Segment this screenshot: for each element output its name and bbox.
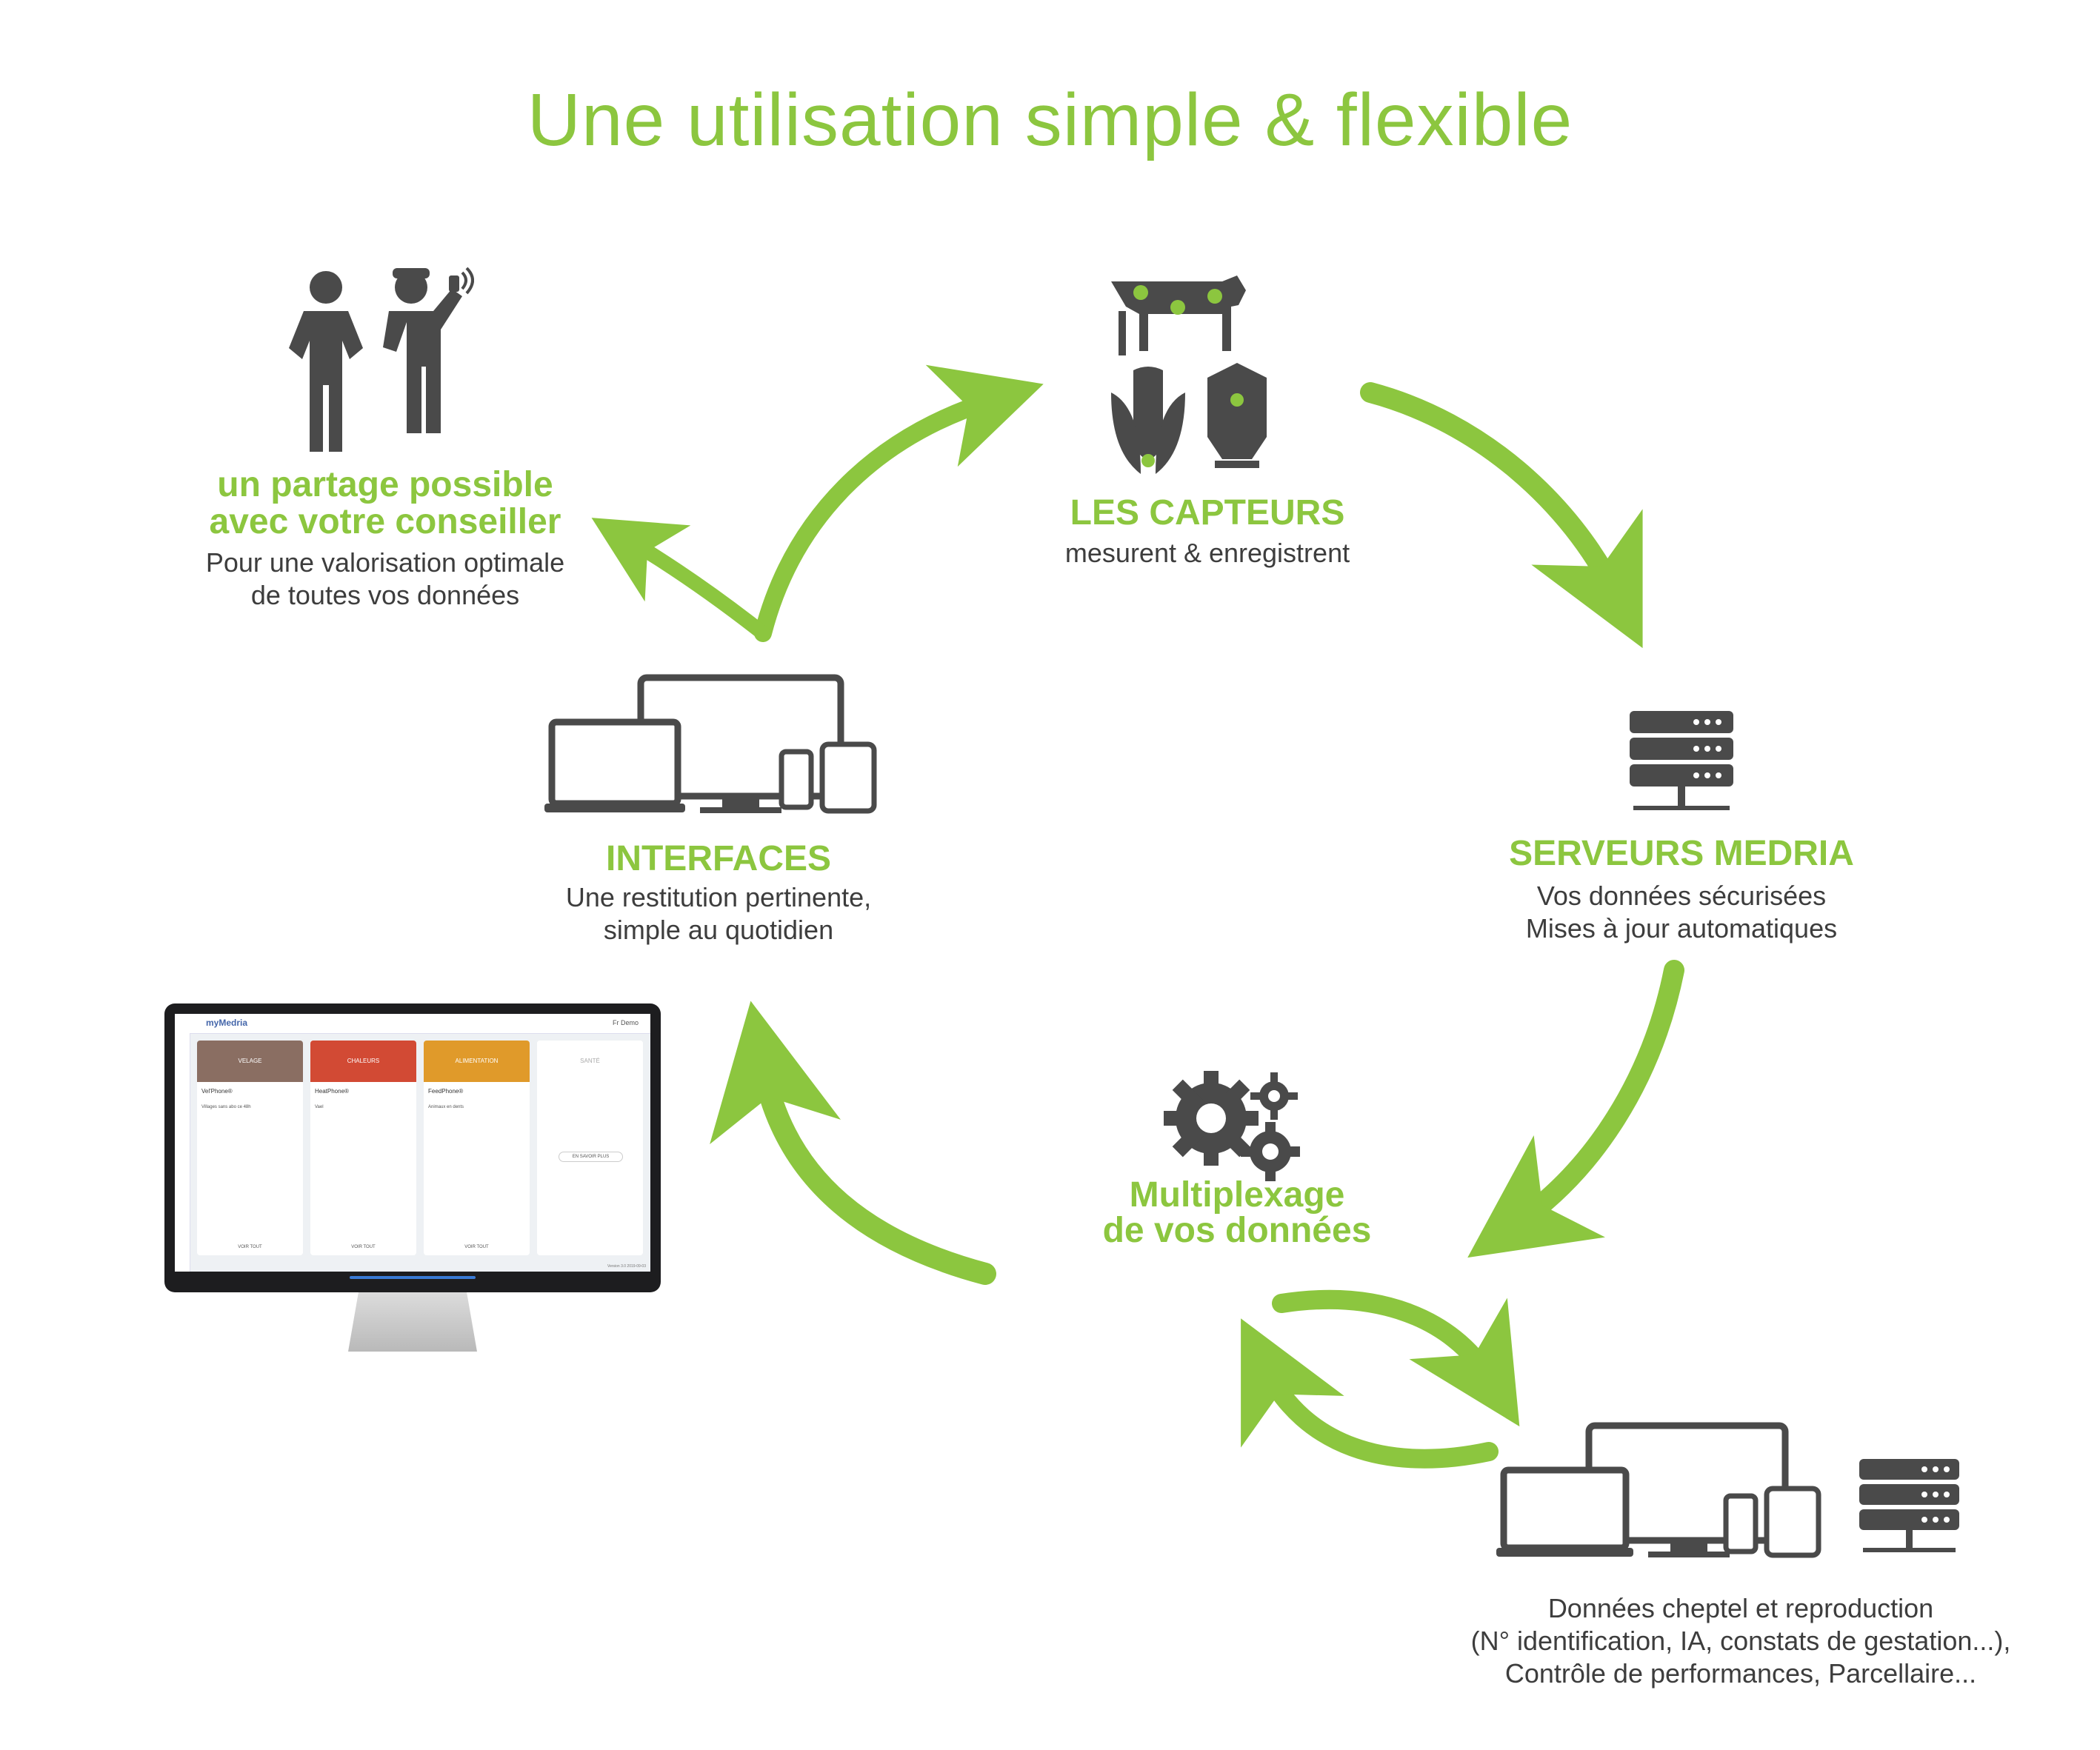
donnees-line-1: Données cheptel et reproduction (1547, 1593, 1934, 1623)
card-product: HeatPhone® (315, 1088, 349, 1095)
page-title: Une utilisation simple & flexible (527, 79, 1573, 161)
arrow-capteurs-serveurs (1360, 382, 1643, 649)
monitor-stand (348, 1292, 477, 1352)
donnees-line-3: Contrôle de performances, Parcellaire... (1504, 1658, 1977, 1689)
partage-line-1: Pour une valorisation optimale (205, 547, 565, 578)
card-row[interactable]: Vael (315, 1105, 324, 1109)
card-button[interactable]: VOIR TOUT (238, 1245, 262, 1249)
donnees-line-2: (N° identification, IA, constats de gest… (1470, 1626, 2011, 1656)
interfaces-line-2: simple au quotidien (603, 915, 834, 945)
card-chaleurs[interactable]: CHALEURS HeatPhone® Vael VOIR TOUT (310, 1041, 416, 1255)
app-screen: myMedria Fr Demo VELAGE Vel'Phone® Villa… (175, 1014, 650, 1272)
app-brand: myMedria (206, 1018, 248, 1028)
donnees-text: Données cheptel et reproduction (N° iden… (1422, 1592, 2059, 1690)
monitor-led (350, 1276, 476, 1279)
serveurs-line-1: Vos données sécurisées (1536, 881, 1827, 911)
arrow-multiplexage-interfaces (710, 1001, 996, 1285)
card-header: VELAGE (197, 1041, 303, 1082)
app-cards: VELAGE Vel'Phone® Villages sans abo ce 4… (197, 1041, 643, 1255)
arrow-serveurs-multiplexage (1467, 960, 1684, 1258)
serveurs-line-2: Mises à jour automatiques (1525, 913, 1838, 944)
partage-heading: un partage possible avec votre conseille… (148, 467, 622, 541)
partage-line-2: de toutes vos données (250, 580, 520, 610)
card-velage[interactable]: VELAGE Vel'Phone® Villages sans abo ce 4… (197, 1041, 303, 1255)
multiplexage-heading: Multiplexage de vos données (1015, 1178, 1459, 1249)
gears-icon (1164, 1071, 1300, 1181)
card-row[interactable]: Animaux en dents (428, 1105, 464, 1109)
arrow-interfaces-capteurs (754, 364, 1044, 642)
app-topbar: myMedria Fr Demo (175, 1014, 650, 1034)
app-user[interactable]: Fr Demo (612, 1019, 639, 1026)
card-button[interactable]: EN SAVOIR PLUS (558, 1152, 624, 1162)
capteurs-line: mesurent & enregistrent (1064, 538, 1350, 568)
partage-text: Pour une valorisation optimale de toutes… (148, 547, 622, 612)
card-alimentation[interactable]: ALIMENTATION FeedPhone® Animaux en dents… (424, 1041, 530, 1255)
serveurs-text: Vos données sécurisées Mises à jour auto… (1459, 880, 1904, 945)
multiplexage-line-2: de vos données (1102, 1211, 1372, 1250)
app-sidebar (175, 1033, 190, 1272)
serveurs-heading: SERVEURS MEDRIA (1509, 834, 1854, 873)
cow-corn-silo-icon (1111, 275, 1267, 474)
card-sante[interactable]: SANTÉ EN SAVOIR PLUS (537, 1041, 643, 1255)
partage-heading-line-2: avec votre conseiller (209, 502, 561, 541)
interfaces-heading: INTERFACES (605, 839, 832, 878)
card-button[interactable]: VOIR TOUT (464, 1245, 489, 1249)
card-product: FeedPhone® (428, 1088, 464, 1095)
arrow-multiplex-to-donnees (1272, 1289, 1520, 1427)
app-footer: Version 3.0 2019-09-03 (607, 1264, 646, 1269)
partage-heading-line-1: un partage possible (217, 465, 553, 504)
people-icon (289, 267, 474, 452)
card-header: SANTÉ (537, 1041, 643, 1082)
card-header: CHALEURS (310, 1041, 416, 1082)
server-icon (1630, 711, 1733, 810)
arrow-donnees-to-multiplex (1241, 1318, 1499, 1469)
capteurs-heading: LES CAPTEURS (1070, 493, 1345, 532)
card-button[interactable]: VOIR TOUT (351, 1245, 376, 1249)
card-product: Vel'Phone® (201, 1088, 233, 1095)
arrow-interfaces-partage (591, 518, 770, 641)
devices-icon (544, 674, 877, 814)
interfaces-text: Une restitution pertinente, simple au qu… (496, 881, 941, 946)
devices-server-icon (1496, 1422, 1959, 1558)
card-row[interactable]: Villages sans abo ce 48h (201, 1105, 251, 1109)
card-header: ALIMENTATION (424, 1041, 530, 1082)
interfaces-line-1: Une restitution pertinente, (565, 882, 872, 912)
multiplexage-line-1: Multiplexage (1129, 1175, 1345, 1215)
monitor-mockup: myMedria Fr Demo VELAGE Vel'Phone® Villa… (164, 1003, 661, 1352)
